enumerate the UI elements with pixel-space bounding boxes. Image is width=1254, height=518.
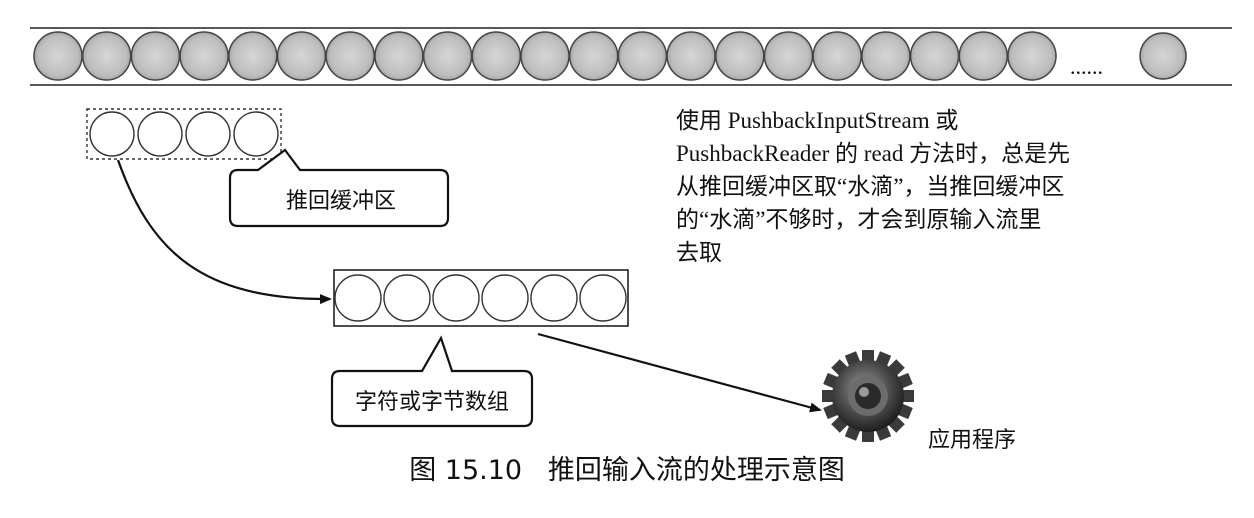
stream-droplets xyxy=(33,31,1057,81)
pushback-buffer xyxy=(86,108,282,160)
buffer-droplet xyxy=(233,111,279,157)
char-byte-array-label: 字符或字节数组 xyxy=(354,390,509,415)
application-label: 应用程序 xyxy=(928,428,1017,453)
array-droplet xyxy=(334,274,382,322)
stream-droplet xyxy=(471,31,522,81)
array-droplet xyxy=(579,274,627,322)
stream-droplet xyxy=(228,31,278,81)
figure-caption: 图 15.10 推回输入流的处理示意图 xyxy=(409,455,845,486)
stream-droplet xyxy=(81,31,132,81)
input-stream-pipe: ...... xyxy=(30,27,1232,86)
description-line: 的“水滴”不够时，才会到原输入流里 xyxy=(676,207,1042,232)
stream-droplet xyxy=(1007,31,1057,81)
buffer-droplet xyxy=(137,111,183,157)
char-byte-array-callout xyxy=(330,335,534,428)
arrow-array-to-application xyxy=(537,332,822,413)
description-text: 使用 PushbackInputStream 或 PushbackReader … xyxy=(676,104,1166,269)
stream-droplet xyxy=(617,31,668,81)
stream-droplet xyxy=(812,31,862,81)
stream-droplet xyxy=(861,31,911,81)
stream-droplet xyxy=(909,31,960,81)
pushback-buffer-callout xyxy=(228,148,450,228)
stream-droplet xyxy=(958,31,1009,81)
arrow-buffer-to-array xyxy=(116,159,332,305)
buffer-droplet xyxy=(185,111,231,157)
array-droplet xyxy=(481,274,529,322)
description-line: PushbackReader 的 read 方法时，总是先 xyxy=(676,141,1071,166)
pushback-buffer-label: 推回缓冲区 xyxy=(285,189,396,214)
stream-droplet xyxy=(520,31,570,81)
stream-droplet xyxy=(763,31,814,81)
array-droplet xyxy=(383,274,431,322)
stream-droplet-last xyxy=(1139,32,1187,80)
buffer-droplet xyxy=(89,111,135,157)
stream-droplet xyxy=(422,31,473,81)
stream-droplet xyxy=(325,31,375,81)
stream-droplet xyxy=(33,31,83,81)
char-byte-array xyxy=(333,269,629,327)
array-droplet xyxy=(530,274,578,322)
stream-droplet xyxy=(374,31,424,81)
description-line: 去取 xyxy=(676,240,722,265)
stream-ellipsis: ...... xyxy=(1070,54,1103,79)
array-droplet xyxy=(432,274,480,322)
gear-icon xyxy=(822,350,914,442)
description-line: 从推回缓冲区取“水滴”，当推回缓冲区 xyxy=(676,174,1065,199)
stream-droplet xyxy=(179,31,229,81)
description-line: 使用 PushbackInputStream 或 xyxy=(676,108,959,133)
stream-droplet xyxy=(568,31,619,81)
stream-droplet xyxy=(666,31,716,81)
stream-droplet xyxy=(276,31,327,81)
stream-droplet xyxy=(715,31,765,81)
stream-droplet xyxy=(130,31,181,81)
